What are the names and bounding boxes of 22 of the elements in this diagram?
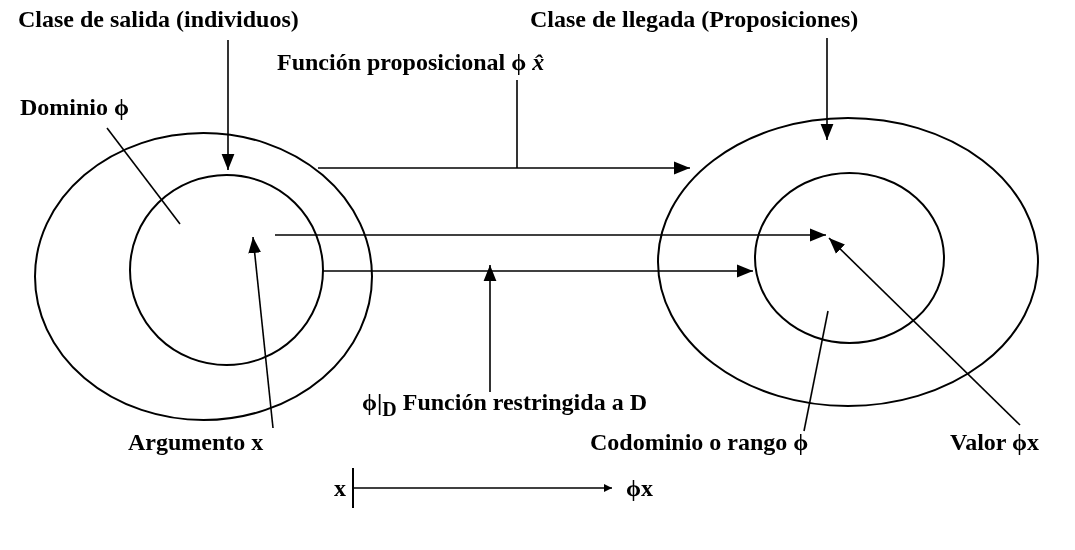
leader-line	[803, 310, 829, 432]
value-label: Valor ϕx	[950, 428, 1039, 456]
variable-label: x	[334, 474, 346, 502]
arrow	[221, 39, 235, 171]
class-label: Clase de llegada (Proposiciones)	[530, 5, 859, 33]
domain-label: Dominio ϕ	[20, 93, 129, 121]
leader-line	[106, 127, 181, 225]
class-label: Clase de salida (individuos)	[18, 5, 299, 33]
arrow	[317, 161, 691, 175]
function-label: ϕ|$_{D}$ Función restringida a D	[362, 388, 647, 423]
value-label: ϕx	[626, 474, 653, 502]
leader-line	[248, 236, 274, 429]
leader-line	[516, 79, 518, 169]
function-label: Función proposicional ϕ x̂	[277, 48, 545, 76]
argument-label: Argumento x	[128, 428, 264, 456]
leader-line	[483, 264, 497, 393]
maps-to-arrow	[352, 467, 613, 509]
arrow	[322, 264, 754, 278]
leader-line	[828, 237, 1021, 426]
arrow	[274, 228, 827, 242]
arrow	[820, 37, 834, 141]
codomain-label: Codominio o rango ϕ	[590, 428, 809, 456]
